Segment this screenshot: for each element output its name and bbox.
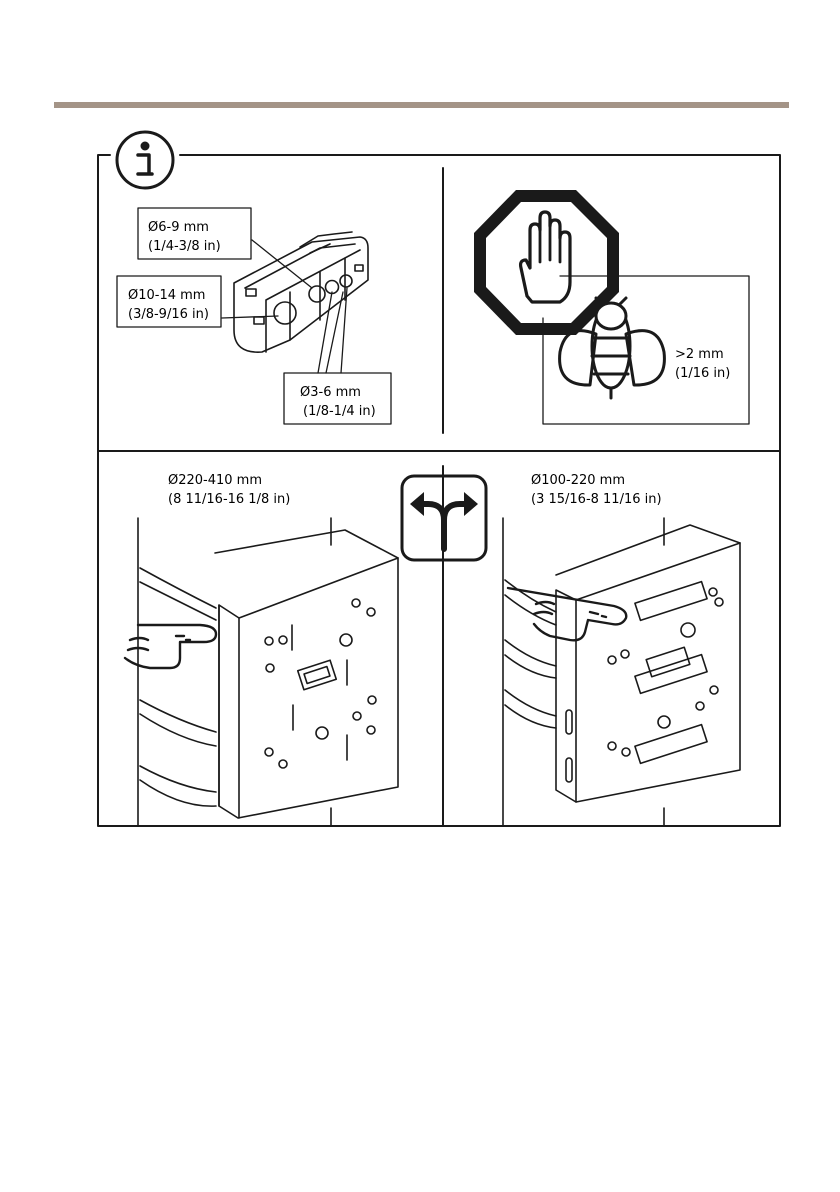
small-hole-imperial: (1/4-3/8 in) xyxy=(148,239,221,254)
large-hole-imperial: (3/8-9/16 in) xyxy=(128,307,209,322)
small-pole-imperial: (3 15/16-8 11/16 in) xyxy=(531,492,662,507)
small-hole-metric: Ø6-9 mm xyxy=(148,220,209,235)
large-hole-metric: Ø10-14 mm xyxy=(128,288,205,303)
tiny-hole-metric: Ø3-6 mm xyxy=(300,385,361,400)
cable-gasket-drawing xyxy=(234,232,368,352)
large-pole-imperial: (8 11/16-16 1/8 in) xyxy=(168,492,290,507)
gap-metric: >2 mm xyxy=(675,347,724,362)
dimension-labels: Ø6-9 mm (1/4-3/8 in) Ø10-14 mm (3/8-9/16… xyxy=(128,220,730,507)
small-pole-bracket-drawing xyxy=(503,518,740,826)
large-pole-metric: Ø220-410 mm xyxy=(168,473,262,488)
info-icon xyxy=(117,132,173,188)
small-pole-metric: Ø100-220 mm xyxy=(531,473,625,488)
gap-imperial: (1/16 in) xyxy=(675,366,730,381)
large-pole-bracket-drawing xyxy=(138,518,398,826)
leader-large-hole xyxy=(222,316,278,318)
tiny-hole-imperial: (1/8-1/4 in) xyxy=(303,404,376,419)
